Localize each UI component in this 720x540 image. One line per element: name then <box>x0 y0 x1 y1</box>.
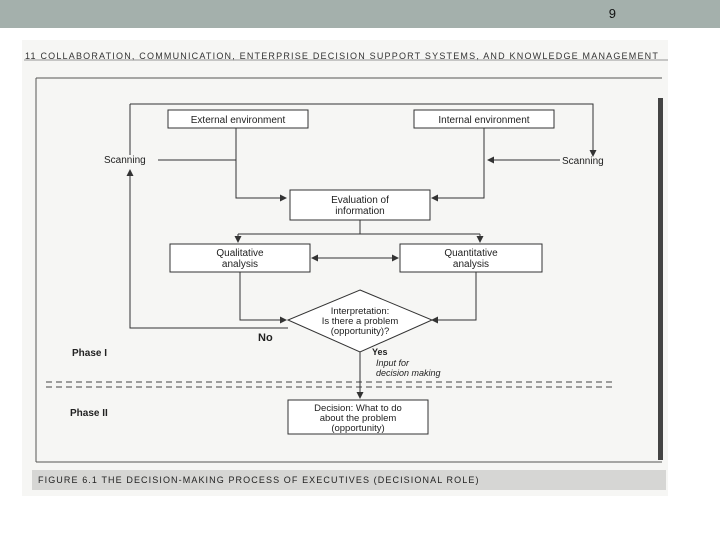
evaluation-label-1: Evaluation of <box>331 195 389 206</box>
qualitative-to-diamond-arrow <box>239 272 287 324</box>
phase-2-label: Phase II <box>70 408 108 419</box>
internal-to-evaluation-arrow <box>431 128 485 202</box>
qualitative-box <box>169 243 311 273</box>
external-environment-box <box>167 109 309 129</box>
interpretation-label-2: Is there a problem <box>322 316 399 327</box>
top-loop-arrow <box>130 103 597 157</box>
input-label-1: Input for <box>376 358 410 368</box>
evaluation-box <box>289 189 431 221</box>
decision-label-1: Decision: What to do <box>314 403 402 414</box>
caption-band <box>32 470 666 490</box>
evaluation-label-2: information <box>335 206 384 217</box>
quantitative-label-2: analysis <box>453 259 489 270</box>
no-label: No <box>258 332 273 344</box>
quantitative-to-diamond-arrow <box>431 272 477 324</box>
interpretation-label-3: (opportunity)? <box>331 326 390 337</box>
quantitative-box <box>399 243 543 273</box>
phase-1-label: Phase I <box>72 348 107 359</box>
scanning-right-label: Scanning <box>562 156 604 167</box>
running-head: 11 COLLABORATION, COMMUNICATION, ENTERPR… <box>25 51 660 61</box>
qualitative-label-1: Qualitative <box>216 248 264 259</box>
yes-label: Yes <box>372 347 388 357</box>
quantitative-label-1: Quantitative <box>444 248 498 259</box>
qualitative-label-2: analysis <box>222 259 258 270</box>
interpretation-label-1: Interpretation: <box>331 306 390 317</box>
internal-environment-label: Internal environment <box>438 115 529 126</box>
page-edge-shadow <box>658 98 663 460</box>
no-loop-arrow <box>126 169 288 329</box>
slide-top-bar <box>0 0 720 28</box>
figure-caption: FIGURE 6.1 THE DECISION-MAKING PROCESS O… <box>38 475 480 485</box>
external-environment-label: External environment <box>191 115 286 126</box>
scanning-left-label: Scanning <box>104 155 146 166</box>
decision-label-2: about the problem <box>320 413 397 424</box>
decision-label-3: (opportunity) <box>331 423 384 434</box>
input-label-2: decision making <box>376 368 441 378</box>
page-number: 9 <box>608 6 616 21</box>
decision-box <box>287 399 429 435</box>
external-to-evaluation-arrow <box>235 128 287 202</box>
